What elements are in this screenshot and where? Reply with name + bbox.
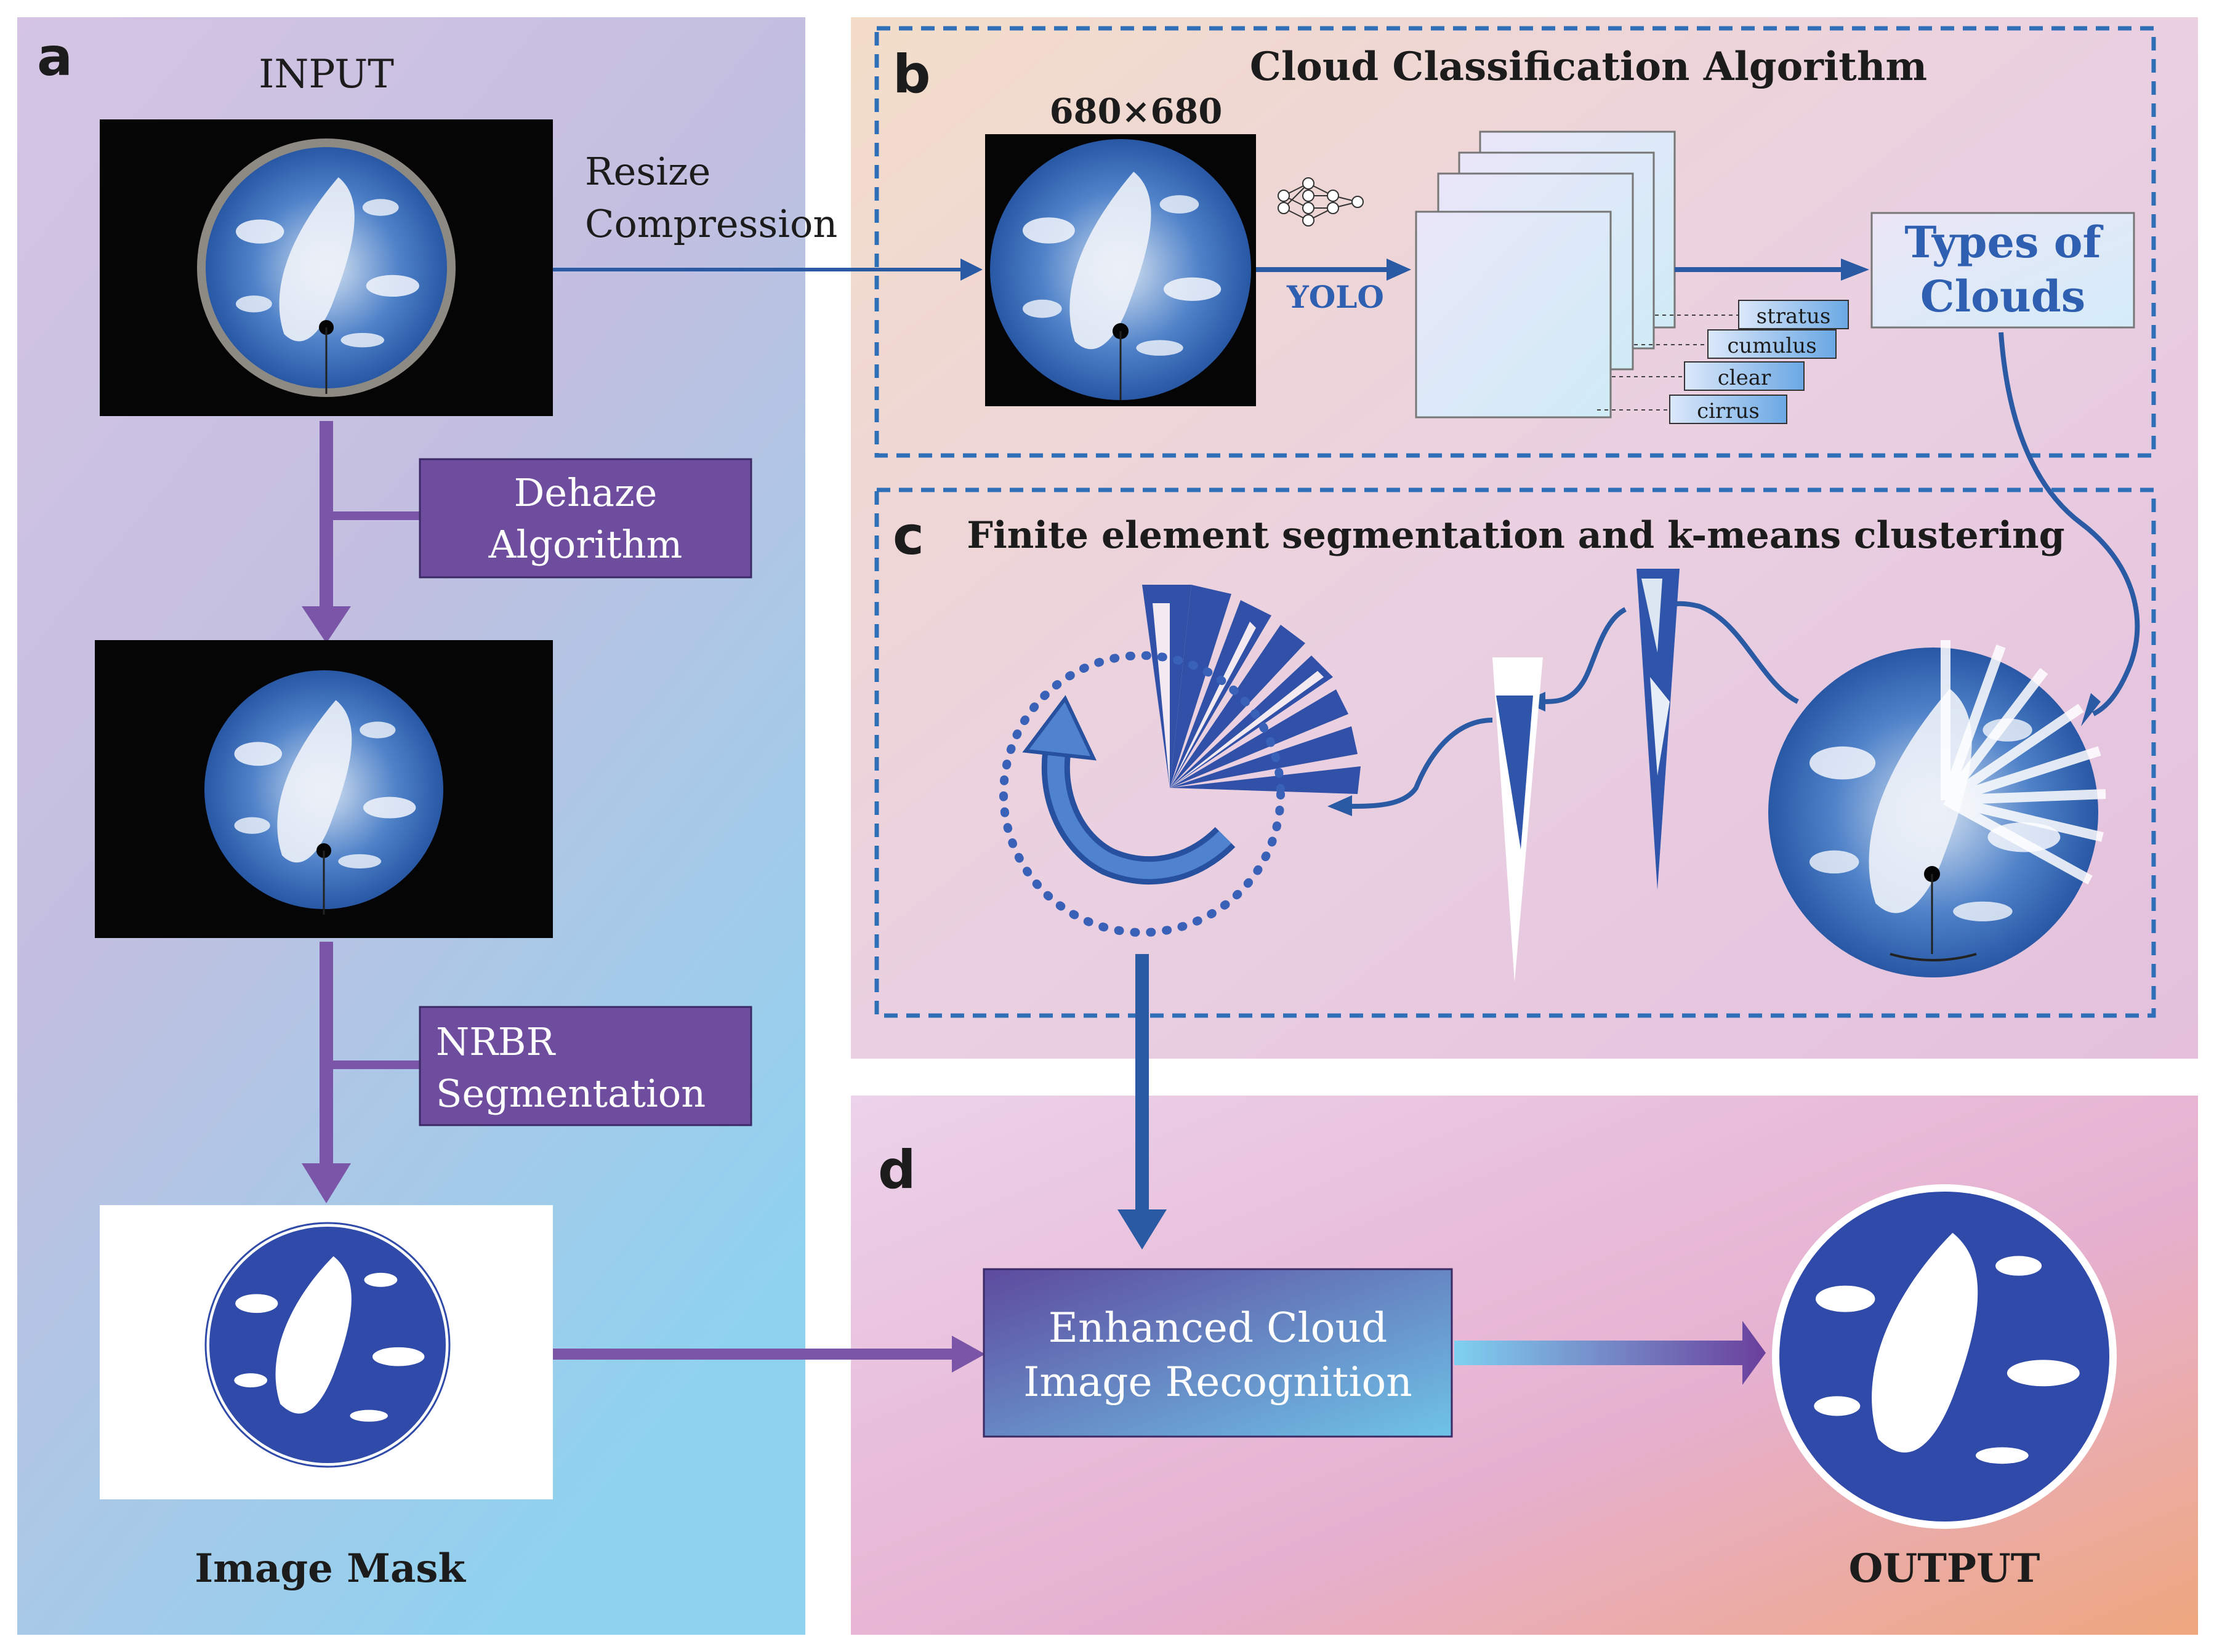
panel-c-letter: c xyxy=(893,505,924,567)
output-mask-image xyxy=(1772,1184,2117,1529)
panel-a-letter: a xyxy=(37,26,73,88)
enhanced-label-2: Image Recognition xyxy=(1023,1358,1412,1406)
resize-label: Resize xyxy=(585,149,710,194)
image-mask xyxy=(100,1205,553,1499)
dehaze-box xyxy=(419,458,752,579)
enhanced-recognition-box xyxy=(983,1268,1453,1438)
image-mask-label: Image Mask xyxy=(195,1546,466,1592)
class-label-cirrus: cirrus xyxy=(1697,399,1760,423)
panel-b-letter: b xyxy=(893,44,931,105)
class-tags: stratus cumulus clear cirrus xyxy=(1597,300,1849,424)
dehaze-label-2: Algorithm xyxy=(488,522,683,567)
arrow-head-dehazed xyxy=(302,606,351,643)
resized-sky-image xyxy=(985,134,1256,406)
neural-network-icon xyxy=(1278,177,1364,227)
arrow-head-yolo xyxy=(1387,259,1411,281)
arrow-head-types xyxy=(1841,259,1869,281)
arrow-head-resized xyxy=(960,259,983,281)
arrow-head-mask xyxy=(302,1163,351,1203)
class-label-stratus: stratus xyxy=(1757,304,1831,329)
arrow-types-to-segmentation xyxy=(1999,332,2140,716)
nrbr-box xyxy=(419,1006,752,1126)
nrbr-label-1: NRBR xyxy=(436,1019,556,1064)
panel-b-border xyxy=(874,26,2156,458)
enhanced-label-1: Enhanced Cloud xyxy=(1049,1304,1387,1352)
class-tag-clear: clear xyxy=(1684,361,1805,391)
input-label: INPUT xyxy=(259,52,394,97)
arrow-enhanced-to-output xyxy=(1454,1321,1766,1385)
panel-c-border xyxy=(874,487,2156,1018)
arrow-slice-to-fan xyxy=(1348,718,1493,809)
panel-d: d Enhanced Cloud Image Recognition OUTPU… xyxy=(553,1096,2198,1635)
class-tag-stratus: stratus xyxy=(1738,300,1849,329)
wedge-slice-small xyxy=(1492,657,1543,982)
dehazed-sky-image xyxy=(95,640,553,938)
compression-label: Compression xyxy=(585,201,837,246)
yolo-label: YOLO xyxy=(1286,279,1384,315)
arrow-slice-to-small xyxy=(1539,607,1627,704)
arrow-head-segmentation xyxy=(2081,693,2101,726)
types-label-2: Clouds xyxy=(1920,271,2085,322)
wedge-slice-large xyxy=(1636,569,1680,890)
class-label-clear: clear xyxy=(1718,366,1771,390)
panel-d-letter: d xyxy=(878,1139,916,1201)
panel-c-title: Finite element segmentation and k-means … xyxy=(967,514,2064,557)
segmented-sky-dome xyxy=(1768,640,2106,977)
types-label-1: Types of xyxy=(1904,217,2103,268)
class-tag-cumulus: cumulus xyxy=(1707,329,1837,359)
class-tag-cirrus: cirrus xyxy=(1669,395,1787,424)
clustering-fan xyxy=(1142,585,1361,794)
panel-bc: b Cloud Classification Algorithm 680×680 xyxy=(553,17,2198,1059)
nrbr-label-2: Segmentation xyxy=(436,1071,706,1116)
output-label: OUTPUT xyxy=(1849,1546,2040,1592)
arrow-head-mask-enhanced xyxy=(952,1336,985,1373)
panel-a: a INPUT Resize Compression Dehaze Algori… xyxy=(17,17,837,1635)
class-label-cumulus: cumulus xyxy=(1727,334,1816,358)
input-sky-image xyxy=(100,119,553,416)
arrow-head-fan xyxy=(1327,795,1352,816)
size-label: 680×680 xyxy=(1050,91,1223,132)
feature-map-stack xyxy=(1415,130,1676,419)
panel-b-title: Cloud Classification Algorithm xyxy=(1250,44,1927,90)
clustering-cycle xyxy=(999,651,1285,937)
dehaze-label-1: Dehaze xyxy=(514,470,658,515)
types-of-clouds-box xyxy=(1870,212,2135,329)
